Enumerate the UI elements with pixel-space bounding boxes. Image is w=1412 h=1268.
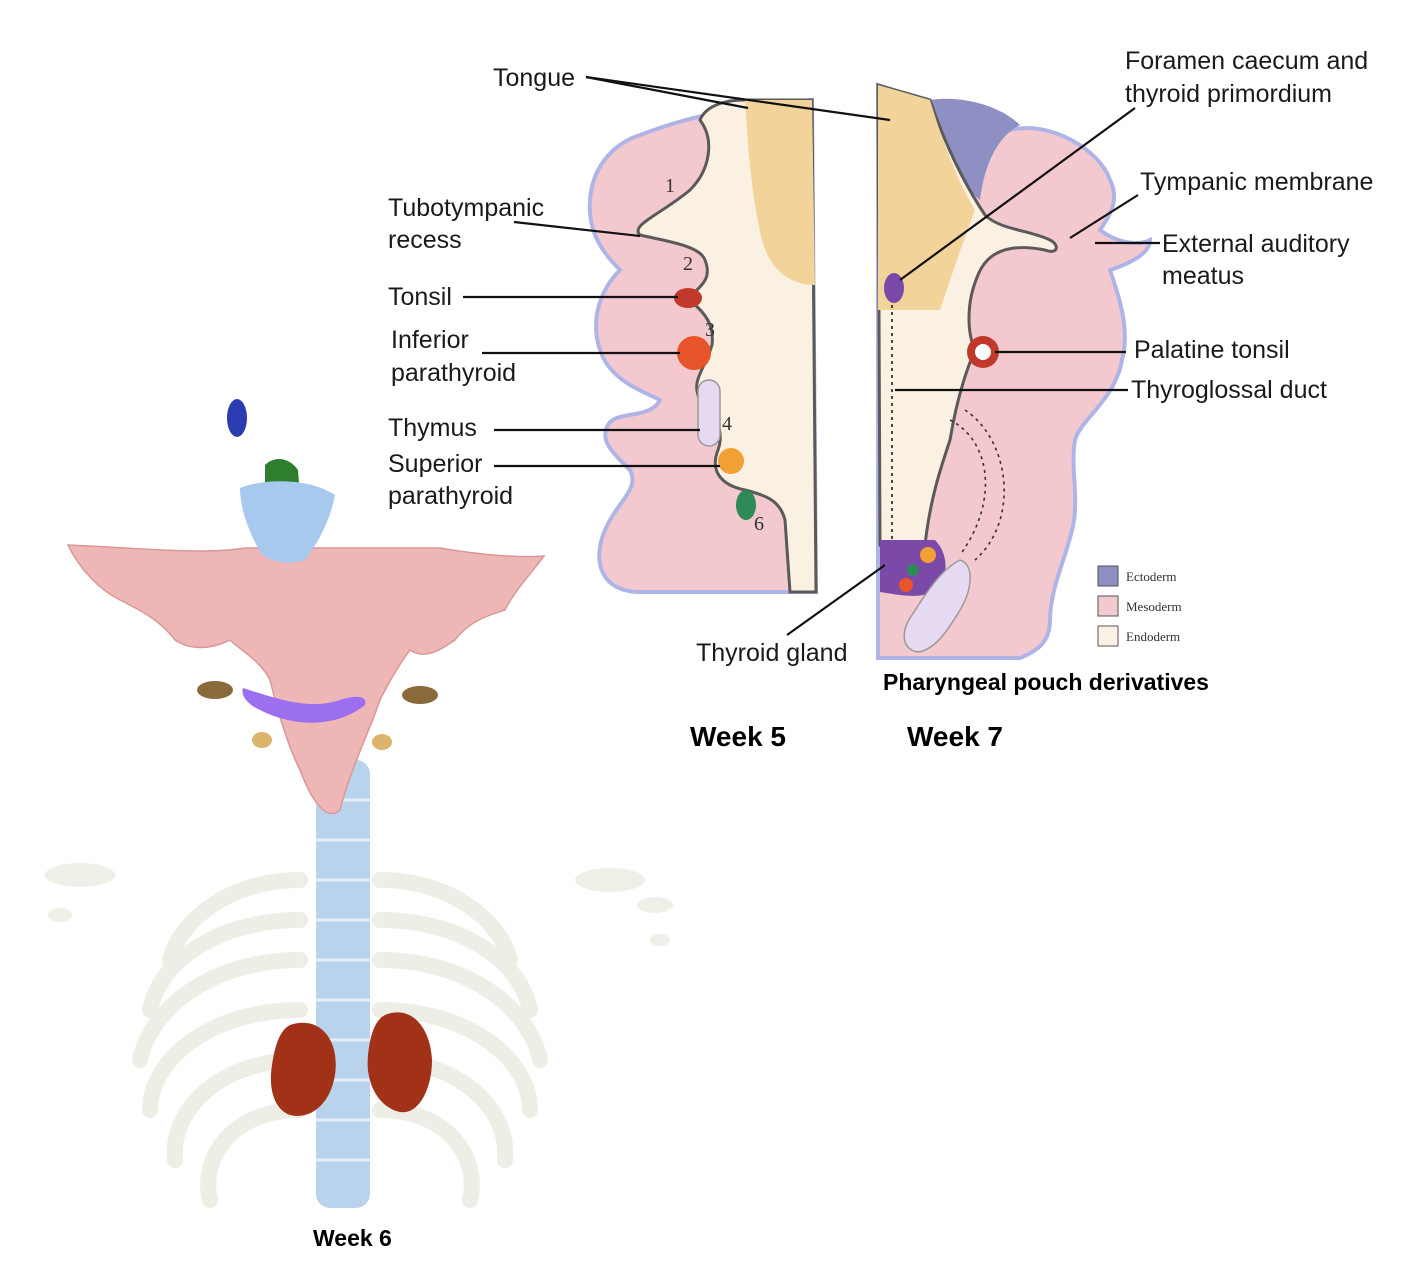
week7-thyroid-primordium (884, 273, 904, 303)
week5-superior-parathyroid (718, 448, 744, 474)
nodule-3d-dark-blue (227, 399, 247, 437)
week5-ultimobranchial-body (736, 490, 756, 520)
label-external-auditory-1: External auditory (1162, 230, 1350, 258)
tissue-legend: Ectoderm Mesoderm Endoderm (1097, 565, 1182, 647)
week7-thymus (903, 559, 971, 653)
leader-lines (463, 75, 1160, 636)
thymus-3d-right (367, 1012, 432, 1113)
label-superior-parathyroid-1: Superior (388, 450, 483, 478)
week7-parathyroid-orange (920, 547, 936, 563)
week5-tonsil (674, 288, 702, 308)
ossicle-left-lower (252, 732, 272, 748)
week5-thymus (697, 379, 721, 447)
label-external-auditory-2: meatus (1162, 262, 1244, 290)
ribs-left (132, 872, 308, 1208)
label-foramen-2: thyroid primordium (1125, 80, 1332, 108)
label-tympanic-membrane: Tympanic membrane (1140, 168, 1373, 196)
pouch-number-2: 2 (683, 253, 693, 275)
legend-swatch-endoderm (1097, 625, 1119, 647)
spine (316, 760, 370, 1208)
ossicle-right-lower (372, 734, 392, 750)
label-inferior-parathyroid-1: Inferior (391, 326, 469, 354)
week7-migration-path-2 (964, 409, 1005, 561)
week7-ectoderm (930, 98, 1020, 200)
hyoid-cartilage (66, 544, 546, 815)
thyroid-3d-purple (242, 688, 366, 723)
ossicle-left (197, 681, 233, 699)
pouch-number-1: 1 (665, 175, 675, 197)
label-tubotympanic-2: recess (388, 226, 462, 254)
label-tubotympanic-1: Tubotympanic (388, 194, 544, 222)
week5-inferior-parathyroid (677, 336, 711, 370)
week5-section: 1 2 3 4 6 (587, 97, 819, 594)
label-superior-parathyroid-2: parathyroid (388, 482, 513, 510)
week7-tongue (878, 85, 975, 310)
week6-model (45, 399, 673, 1208)
legend-label-ectoderm: Ectoderm (1126, 569, 1177, 584)
week7-ultimobranchial (907, 564, 919, 576)
week7-palatine-tonsil-crypt (975, 344, 991, 360)
week7-parathyroid-red (899, 578, 913, 592)
caption-week7: Week 7 (907, 721, 1003, 752)
week7-migration-path-1 (949, 419, 987, 556)
label-thyroglossal-duct: Thyroglossal duct (1131, 376, 1327, 404)
legend-swatch-ectoderm (1097, 565, 1119, 587)
ossicle-right (402, 686, 438, 704)
legend-swatch-mesoderm (1097, 595, 1119, 617)
legend-label-endoderm: Endoderm (1126, 629, 1180, 644)
caption-week5: Week 5 (690, 721, 786, 752)
pouch-number-3: 3 (705, 319, 715, 341)
label-thymus: Thymus (388, 414, 477, 442)
caption-subtitle: Pharyngeal pouch derivatives (883, 669, 1209, 695)
pouch-number-4: 4 (722, 413, 732, 435)
legend-label-mesoderm: Mesoderm (1126, 599, 1182, 614)
label-palatine-tonsil: Palatine tonsil (1134, 336, 1290, 364)
week7-section: Ectoderm Mesoderm Endoderm (876, 82, 1182, 660)
label-foramen-1: Foramen caecum and (1125, 47, 1368, 75)
week5-tongue (745, 100, 815, 285)
caption-week6: Week 6 (313, 1225, 392, 1251)
label-tonsil: Tonsil (388, 283, 452, 311)
tongue-3d-blue (240, 481, 335, 563)
label-inferior-parathyroid-2: parathyroid (391, 359, 516, 387)
labels: Tongue Tubotympanic recess Tonsil Inferi… (388, 47, 1373, 667)
label-tongue: Tongue (493, 64, 575, 92)
thymus-3d-left (270, 1022, 336, 1116)
pouch-number-6: 6 (754, 513, 764, 535)
clavicle-fragments (45, 863, 673, 946)
captions: Pharyngeal pouch derivatives Week 5 Week… (313, 669, 1209, 1251)
label-thyroid-gland: Thyroid gland (696, 639, 847, 667)
